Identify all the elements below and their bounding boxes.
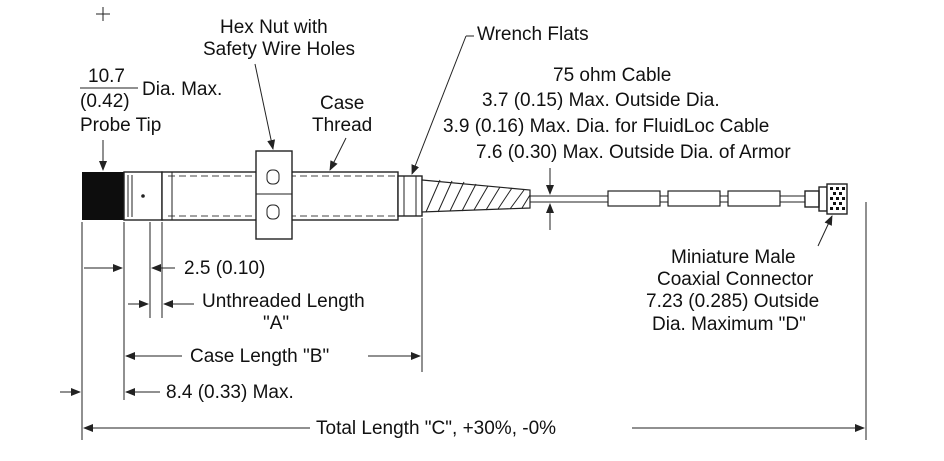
unthreaded-a-label: "A" — [263, 313, 289, 334]
dim-unthreaded: Unthreaded Length "A" — [128, 291, 365, 334]
case-thread-callout: Case Thread — [312, 93, 372, 171]
probe-tip-label: Probe Tip — [80, 115, 161, 136]
dim-case-length: Case Length "B" — [125, 346, 421, 367]
coax-connector — [804, 183, 848, 215]
hex-nut-label-2: Safety Wire Holes — [203, 39, 355, 60]
cable-label-4: 7.6 (0.30) Max. Outside Dia. of Armor — [476, 142, 791, 163]
probe-tip-dia-mm: 10.7 — [88, 66, 125, 87]
hex-nut — [255, 150, 293, 240]
cable-sleeve — [667, 190, 721, 207]
extension-lines — [81, 202, 867, 440]
wrench-flats-callout: Wrench Flats — [411, 24, 589, 175]
cable-label-1: 75 ohm Cable — [553, 65, 671, 86]
dim-max-84: 8.4 (0.33) Max. — [60, 382, 294, 403]
cable — [530, 190, 805, 207]
thread-label: Thread — [312, 115, 372, 136]
armor — [421, 179, 531, 213]
wrench-flats-label: Wrench Flats — [477, 24, 589, 45]
unthreaded-label: Unthreaded Length — [202, 291, 365, 312]
dia-max-label: Dia. Max. — [142, 79, 222, 100]
case-length-label: Case Length "B" — [190, 346, 329, 367]
hex-nut-label-1: Hex Nut with — [220, 17, 328, 38]
connector-label-4: Dia. Maximum "D" — [652, 314, 806, 335]
case-label: Case — [320, 93, 364, 114]
cable-sleeve — [607, 190, 661, 207]
registration-mark — [96, 7, 110, 21]
probe-tip — [82, 172, 126, 220]
hex-nut-callout: Hex Nut with Safety Wire Holes — [203, 17, 355, 150]
max-84-label: 8.4 (0.33) Max. — [166, 382, 294, 403]
total-length-label: Total Length "C", +30%, -0% — [316, 418, 556, 439]
probe-body — [82, 150, 423, 240]
cable-label-3: 3.9 (0.16) Max. Dia. for FluidLoc Cable — [443, 116, 769, 137]
connector-label-1: Miniature Male — [671, 247, 796, 268]
connector-label-2: Coaxial Connector — [657, 269, 814, 290]
cable-callout: 75 ohm Cable 3.7 (0.15) Max. Outside Dia… — [443, 65, 791, 230]
wrench-flats — [397, 175, 423, 217]
tip-gap-label: 2.5 (0.10) — [184, 258, 265, 279]
dim-tip-gap: 2.5 (0.10) — [84, 258, 265, 279]
probe-tip-callout: 10.7 (0.42) Dia. Max. Probe Tip — [80, 66, 222, 171]
probe-tip-dia-in: (0.42) — [80, 91, 130, 112]
connector-callout: Miniature Male Coaxial Connector 7.23 (0… — [646, 215, 833, 335]
connector-label-3: 7.23 (0.285) Outside — [646, 291, 819, 312]
cable-sleeve — [727, 190, 781, 207]
dim-total-length: Total Length "C", +30%, -0% — [83, 418, 865, 439]
cable-label-2: 3.7 (0.15) Max. Outside Dia. — [482, 90, 720, 111]
